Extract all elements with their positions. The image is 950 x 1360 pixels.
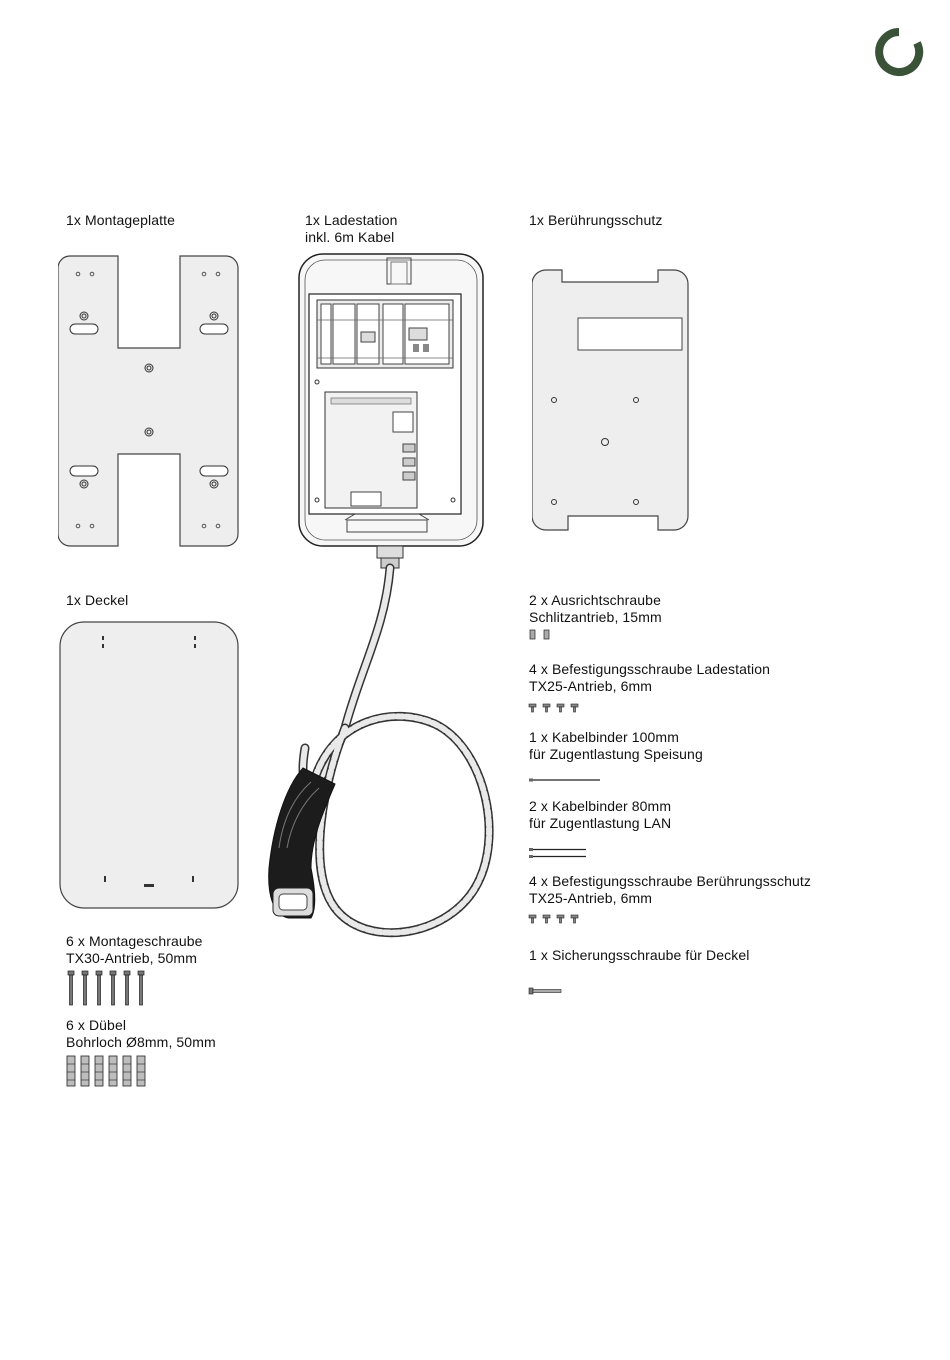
ring-logo (875, 28, 924, 76)
label-befestigung-schutz: 4 x Befestigungsschraube Berührungsschut… (529, 873, 811, 906)
label-sicherungsschraube: 1 x Sicherungsschraube für Deckel (529, 947, 750, 963)
label-montageplatte: 1x Montageplatte (66, 212, 176, 228)
label-befestigung-ladestation: 4 x Befestigungsschraube Ladestation TX2… (529, 661, 770, 694)
label-kabelbinder-100: 1 x Kabelbinder 100mm für Zugentlastung … (529, 729, 703, 762)
label-ausrichtschraube: 2 x Ausrichtschraube Schlitzantrieb, 15m… (529, 592, 662, 625)
cable-tie-100-illustration (529, 778, 600, 782)
charging-station-illustration (268, 253, 494, 938)
wall-plugs-illustration (66, 1055, 146, 1087)
cable-ties-80-illustration (529, 848, 586, 858)
mounting-plate-illustration (58, 255, 239, 547)
station-fixing-screws-illustration (528, 703, 579, 713)
label-kabelbinder-80: 2 x Kabelbinder 80mm für Zugentlastung L… (529, 798, 672, 831)
touch-guard-illustration (532, 269, 689, 531)
label-duebel: 6 x Dübel Bohrloch Ø8mm, 50mm (66, 1017, 216, 1050)
label-montageschraube: 6 x Montageschraube TX30-Antrieb, 50mm (66, 933, 203, 966)
cover-illustration (59, 621, 239, 909)
label-beruehrungsschutz: 1x Berührungsschutz (529, 212, 663, 228)
security-screw-illustration (528, 987, 562, 995)
mounting-screws-illustration (67, 970, 145, 1006)
guard-fixing-screws-illustration (528, 914, 579, 924)
label-deckel: 1x Deckel (66, 592, 129, 608)
alignment-screws-illustration (529, 629, 550, 640)
label-ladestation: 1x Ladestation inkl. 6m Kabel (305, 212, 398, 245)
